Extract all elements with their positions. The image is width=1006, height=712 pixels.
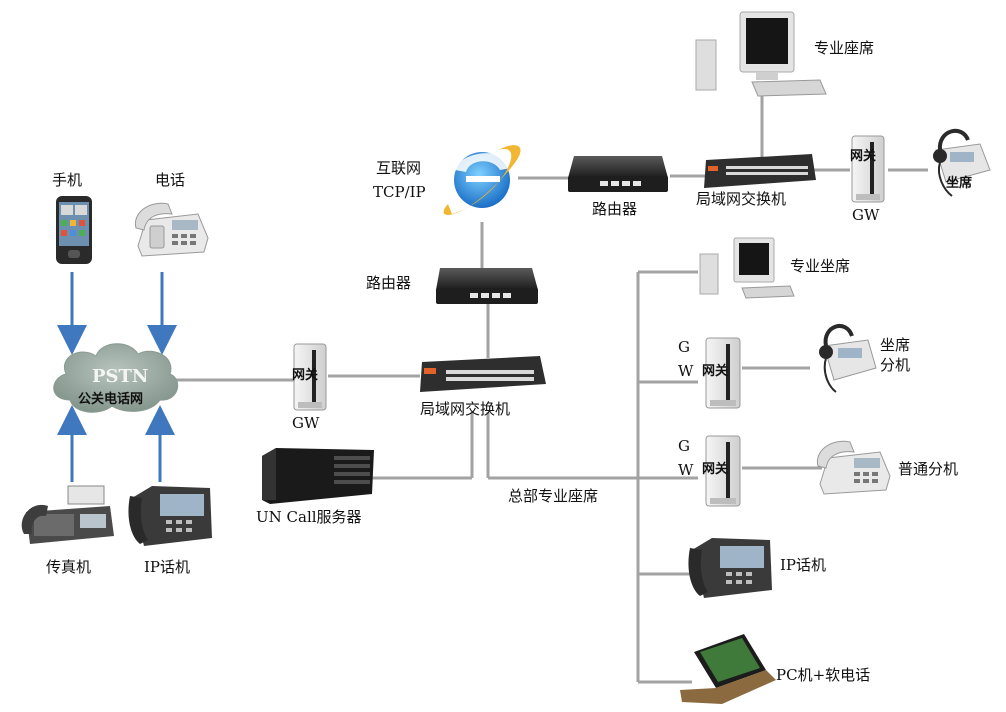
lan-switch-branch-label: 局域网交换机 [696,190,787,208]
server-icon [262,448,374,504]
lan-switch-icon-branch [704,154,816,188]
mobile-phone-icon [56,196,92,264]
router-top-label: 路由器 [592,200,638,218]
desk-phone-icon [134,202,209,257]
ip-phone-icon-hq [688,538,772,598]
internet-explorer-icon [443,145,521,215]
headset-phone-icon-branch [933,128,991,197]
gateway-icon-hq-2 [705,435,741,507]
gateway-icon-hq-1 [705,337,741,409]
laptop-label: PC机+软电话 [776,666,871,684]
pc-branch-label: 专业座席 [814,39,875,57]
headset-hq-label-2: 分机 [880,356,911,374]
phone-label: 电话 [155,171,186,189]
ip-phone-icon-left [128,486,212,546]
laptop-icon [680,634,776,704]
cloud-title: PSTN [92,366,149,387]
gw-hq2-letter-w: W [678,461,694,479]
connection-lines [168,96,928,684]
internet-proto-label: TCP/IP [373,183,426,201]
hq-label: 总部专业座席 [508,487,599,505]
server-label: UN Call服务器 [256,508,362,526]
gw-hq2-device-text: 网关 [702,462,729,477]
phone-hq-label: 普通分机 [898,460,959,478]
gw-branch-label: GW [852,206,880,224]
pstn-cloud-icon [53,343,179,413]
gw-hq1-letter-g: G [678,338,690,356]
signal-arrows [57,272,177,482]
gateway-icon-branch [851,135,885,203]
ipphone-hq-label: IP话机 [780,556,827,574]
headset-hq-label-1: 坐席 [880,336,911,354]
desk-phone-icon-hq [816,440,891,495]
gw-left-label: GW [292,414,320,432]
pc-icon-hq [699,237,795,299]
gw-hq1-device-text: 网关 [702,364,729,379]
fax-label: 传真机 [46,558,92,576]
internet-label: 互联网 [376,159,422,177]
gw-left-device-text: 网关 [292,368,319,383]
gw-branch-device-text: 网关 [850,149,877,164]
gw-hq2-letter-g: G [678,437,690,455]
headset-phone-icon-hq [819,324,877,393]
cloud-subtitle: 公关电话网 [78,392,144,407]
lan-switch-mid-label: 局域网交换机 [420,400,511,418]
ipphone-label-left: IP话机 [144,558,191,576]
pc-icon-branch [695,11,827,97]
gateway-icon-left [293,343,327,411]
gw-hq1-letter-w: W [678,362,694,380]
router-mid-label: 路由器 [366,274,412,292]
router-icon-top [568,156,668,192]
lan-switch-icon-mid [420,356,546,392]
mobile-label: 手机 [52,171,83,189]
fax-machine-icon [21,485,114,544]
headset-branch-label: 坐席 [946,176,973,191]
router-icon-mid [436,268,538,304]
pc-hq-label: 专业坐席 [790,257,851,275]
